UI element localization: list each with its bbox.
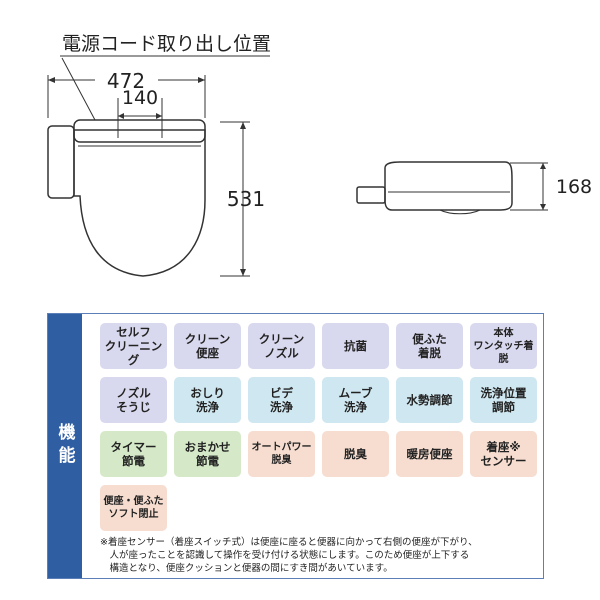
function-badge: 脱臭 [322, 431, 389, 477]
side-control-box [356, 186, 386, 204]
function-badge: ムーブ 洗浄 [322, 377, 389, 423]
function-badge: タイマー 節電 [100, 431, 167, 477]
function-badge: おしり 洗浄 [174, 377, 241, 423]
function-badge: 便座・便ふた ソフト閉止 [100, 485, 167, 531]
dim-cord-offset-label: 140 [122, 87, 158, 109]
control-box [47, 125, 75, 199]
functions-panel: 機能 セルフ クリーニングクリーン 便座クリーン ノズル抗菌便ふた 着脱本体 ワ… [47, 313, 544, 579]
side-view-drawing [356, 161, 513, 215]
function-badge: 着座※ センサー [470, 431, 537, 477]
function-badge: 便ふた 着脱 [396, 323, 463, 369]
function-badge: 水勢調節 [396, 377, 463, 423]
power-cord-label: 電源コード取り出し位置 [62, 33, 271, 55]
seat-outline [73, 129, 206, 277]
function-badge: クリーン ノズル [248, 323, 315, 369]
dimension-diagram: 電源コード取り出し位置 472 140 531 168 [47, 33, 592, 277]
function-badge: ノズル そうじ [100, 377, 167, 423]
function-badge: 暖房便座 [396, 431, 463, 477]
functions-side-label: 機能 [48, 314, 82, 578]
seat-sensor-note: ※着座センサー（着座スイッチ式）は便座に座ると便器に向かって右側の便座が下がり、… [100, 537, 478, 574]
function-badge: おまかせ 節電 [174, 431, 241, 477]
dim-height-label: 168 [556, 176, 592, 198]
lid-hinge [73, 119, 206, 143]
dimension-lines [47, 55, 548, 277]
side-seat-base [439, 209, 481, 215]
arrowheads [48, 77, 546, 276]
function-badge: オートパワー 脱臭 [248, 431, 315, 477]
top-view-drawing [47, 119, 206, 277]
dim-depth-label: 531 [227, 187, 265, 211]
function-badge: 本体 ワンタッチ着脱 [470, 323, 537, 369]
function-badge: クリーン 便座 [174, 323, 241, 369]
function-badge: 抗菌 [322, 323, 389, 369]
function-badge: 洗浄位置 調節 [470, 377, 537, 423]
function-badge: セルフ クリーニング [100, 323, 167, 369]
dim-width-label: 472 [107, 69, 145, 93]
side-seat-body [384, 161, 513, 211]
function-badge: ビデ 洗浄 [248, 377, 315, 423]
